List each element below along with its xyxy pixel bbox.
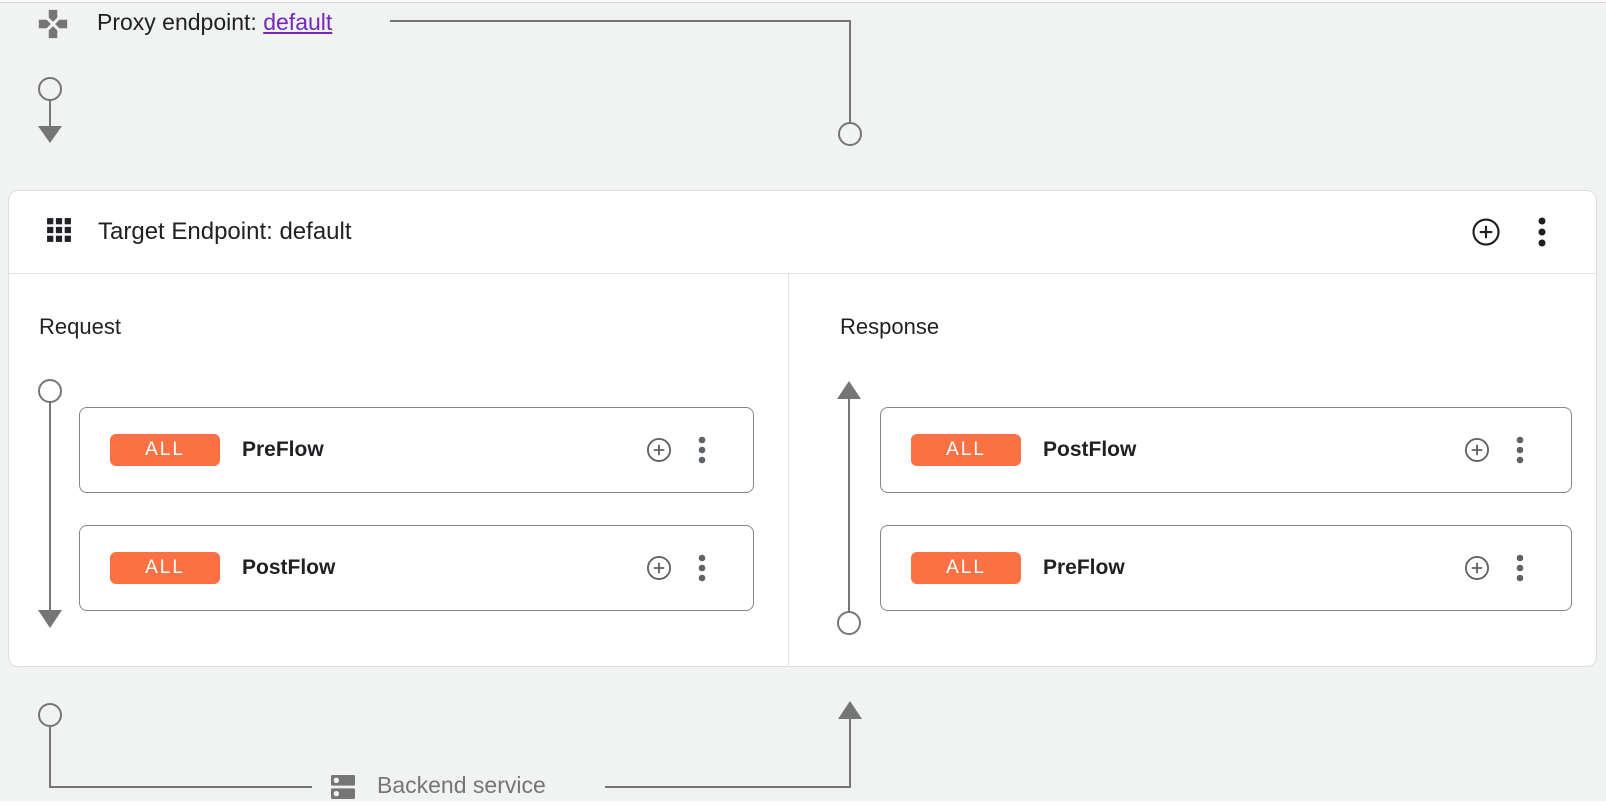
request-title: Request xyxy=(39,314,121,339)
proxy-endpoint-text: Proxy endpoint: xyxy=(97,9,257,35)
dns-server-icon xyxy=(327,771,359,806)
proxy-endpoint-gamepad-icon xyxy=(36,7,70,46)
request-postflow-card[interactable]: ALL PostFlow xyxy=(79,525,754,611)
flow-name: PreFlow xyxy=(1043,556,1125,579)
proxy-to-target-connector xyxy=(390,20,862,146)
bottom-edge-divider xyxy=(0,801,1606,806)
add-policy-button[interactable] xyxy=(645,554,673,582)
flow-menu-button[interactable] xyxy=(1516,554,1524,582)
condition-badge: ALL xyxy=(911,434,1021,466)
endpoint-actions xyxy=(1471,217,1546,247)
flow-name: PreFlow xyxy=(242,438,324,461)
top-edge-divider xyxy=(0,0,1606,3)
request-preflow-card[interactable]: ALL PreFlow xyxy=(79,407,754,493)
add-policy-button[interactable] xyxy=(645,436,673,464)
response-column: Response ALL PostFlow xyxy=(788,274,1596,666)
flow-menu-button[interactable] xyxy=(698,554,706,582)
target-endpoint-panel: Target Endpoint: default Request xyxy=(8,190,1597,667)
condition-badge: ALL xyxy=(911,552,1021,584)
flow-name: PostFlow xyxy=(242,556,336,579)
add-flow-button[interactable] xyxy=(1471,217,1501,247)
response-preflow-card[interactable]: ALL PreFlow xyxy=(880,525,1572,611)
endpoint-menu-button[interactable] xyxy=(1538,217,1546,247)
condition-badge: ALL xyxy=(110,434,220,466)
add-policy-button[interactable] xyxy=(1463,436,1491,464)
response-postflow-card[interactable]: ALL PostFlow xyxy=(880,407,1572,493)
flow-menu-button[interactable] xyxy=(698,436,706,464)
target-to-backend-connector xyxy=(38,703,312,788)
target-endpoint-title: Target Endpoint: default xyxy=(98,218,352,245)
backend-to-target-connector xyxy=(605,701,862,788)
apps-grid-icon xyxy=(45,216,73,249)
endpoint-body: Request ALL PreFlow xyxy=(9,274,1596,666)
backend-service-label: Backend service xyxy=(377,772,546,798)
target-endpoint-header: Target Endpoint: default xyxy=(9,191,1596,274)
proxy-endpoint-label: Proxy endpoint: default xyxy=(97,9,332,36)
proxy-inbound-arrow xyxy=(38,77,62,143)
response-title: Response xyxy=(840,314,940,339)
condition-badge: ALL xyxy=(110,552,220,584)
flow-menu-button[interactable] xyxy=(1516,436,1524,464)
flow-name: PostFlow xyxy=(1043,438,1137,461)
add-policy-button[interactable] xyxy=(1463,554,1491,582)
request-column: Request ALL PreFlow xyxy=(9,274,788,666)
proxy-endpoint-default-link[interactable]: default xyxy=(263,9,333,35)
